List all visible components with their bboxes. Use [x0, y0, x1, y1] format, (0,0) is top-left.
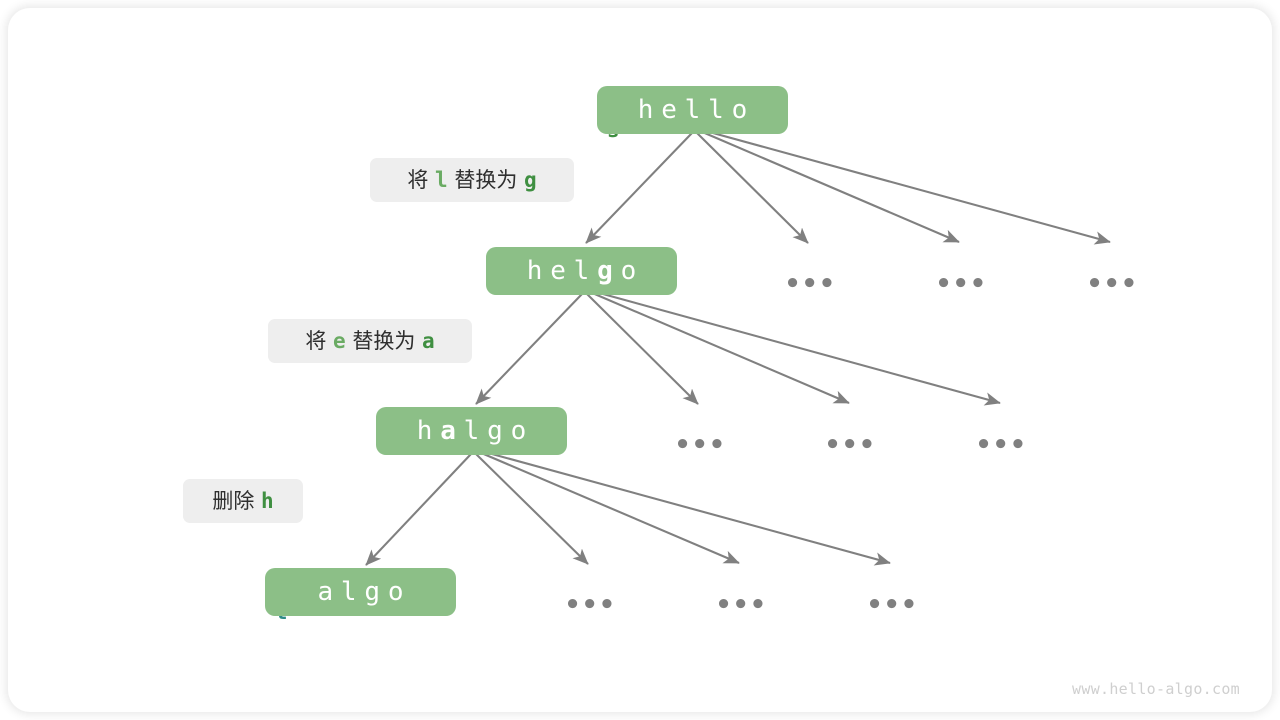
edge-halgo-to-branch4: [480, 449, 891, 566]
edge-helgo-to-branch4: [591, 289, 1001, 406]
node-algo: algo: [265, 568, 456, 616]
edge-halgo-to-branch3: [478, 451, 740, 564]
operation-chip-delete-h-text: 删除 h: [212, 488, 274, 513]
ellipsis-level3-branch2: •••: [564, 590, 616, 620]
watermark: www.hello-algo.com: [1072, 680, 1240, 698]
node-helgo: helgo: [486, 247, 677, 295]
node-halgo-text: halgo: [416, 416, 535, 446]
ellipsis-level3-branch4: •••: [866, 590, 918, 620]
node-hello: hello: [597, 86, 788, 134]
edge-hello-to-branch2: [696, 132, 809, 244]
operation-chip-replace-e-a: 将 e 替换为 a: [268, 319, 472, 363]
node-hello-text: hello: [637, 95, 756, 125]
operation-chip-replace-l-g: 将 l 替换为 g: [370, 158, 574, 202]
edge-helgo-to-halgo: [475, 293, 583, 405]
edge-helgo-to-branch2: [586, 293, 699, 405]
edge-halgo-to-algo: [365, 453, 472, 566]
ellipsis-level2-branch3: •••: [824, 430, 876, 460]
operation-chip-replace-e-a-text: 将 e 替换为 a: [305, 328, 435, 353]
ellipsis-level3-branch3: •••: [715, 590, 767, 620]
edge-hello-to-branch4: [701, 128, 1111, 245]
ellipsis-level1-branch3: •••: [935, 269, 987, 299]
node-algo-text: algo: [317, 577, 412, 607]
edge-helgo-to-branch3: [589, 291, 850, 404]
ellipsis-level1-branch4: •••: [1086, 269, 1138, 299]
edge-hello-to-branch3: [699, 130, 960, 243]
edge-halgo-to-branch2: [475, 453, 589, 565]
operation-chip-delete-h: 删除 h: [183, 479, 303, 523]
operation-chip-replace-l-g-text: 将 l 替换为 g: [407, 167, 537, 192]
node-halgo: halgo: [376, 407, 567, 455]
ellipsis-level2-branch2: •••: [674, 430, 726, 460]
ellipsis-level1-branch2: •••: [784, 269, 836, 299]
node-helgo-text: helgo: [526, 256, 645, 286]
ellipsis-level2-branch4: •••: [975, 430, 1027, 460]
